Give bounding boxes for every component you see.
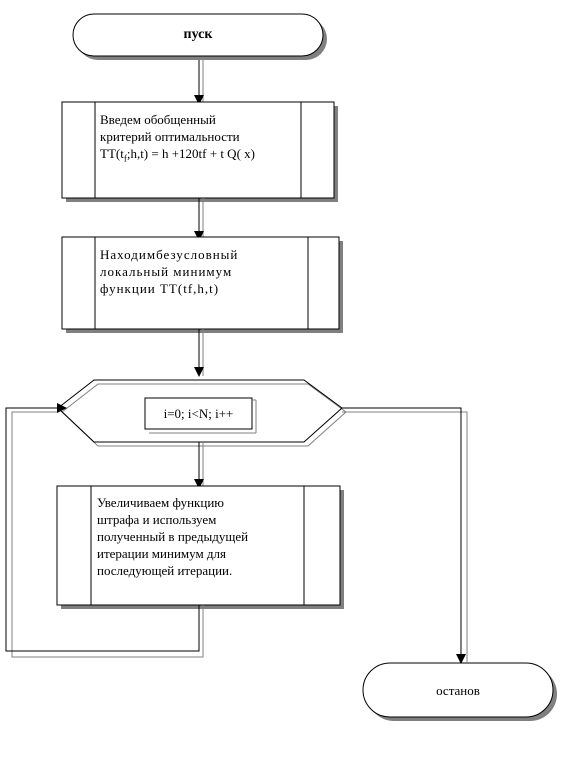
process1-line3-prefix: TT(t xyxy=(100,146,124,161)
loop-label: i=0; i<N; i++ xyxy=(163,406,234,421)
process-box-3 xyxy=(56,485,344,609)
connector-start-process1 xyxy=(194,60,204,105)
process1-label: Введем обобщенный критерий оптимальности… xyxy=(100,111,255,168)
process3-line5: последующей итерации. xyxy=(97,563,233,578)
process3-label: Увеличиваем функцию штрафа и используем … xyxy=(97,494,248,579)
process3-line4: итерации минимум для xyxy=(97,546,227,561)
connector-process2-loop xyxy=(194,329,204,377)
process1-line3-sub: f xyxy=(123,153,127,164)
process-box-1 xyxy=(61,101,338,202)
process1-line3: TT(tf;h,t) = h +120tf + t Q( x) xyxy=(100,145,255,168)
process1-line1: Введем обобщенный xyxy=(100,112,216,127)
end-terminator xyxy=(362,662,557,721)
process2-label: Находимбезусловный локальный минимум фун… xyxy=(100,246,238,297)
process2-line1: Находимбезусловный xyxy=(100,247,239,262)
process3-line2: штрафа и используем xyxy=(97,512,217,527)
process3-line1: Увеличиваем функцию xyxy=(97,495,224,510)
process1-line3-rest: ;h,t) = h +120tf + t Q( x) xyxy=(126,146,255,161)
process3-line3: полученный в предыдущей xyxy=(97,529,249,544)
process1-line2: критерий оптимальности xyxy=(100,129,240,144)
connector-process1-process2 xyxy=(194,198,204,241)
loop-back-connector xyxy=(5,403,204,658)
process2-line2: локальный минимум xyxy=(100,264,233,279)
start-label: пуск xyxy=(183,27,213,42)
process-box-2 xyxy=(61,236,343,333)
exit-connector xyxy=(342,407,468,664)
end-label: останов xyxy=(436,683,480,698)
process2-line3: функции TT(tf,h,t) xyxy=(100,281,220,296)
loop-hexagon xyxy=(57,379,347,447)
start-terminator xyxy=(72,13,327,60)
connector-loop-process3 xyxy=(194,442,204,489)
